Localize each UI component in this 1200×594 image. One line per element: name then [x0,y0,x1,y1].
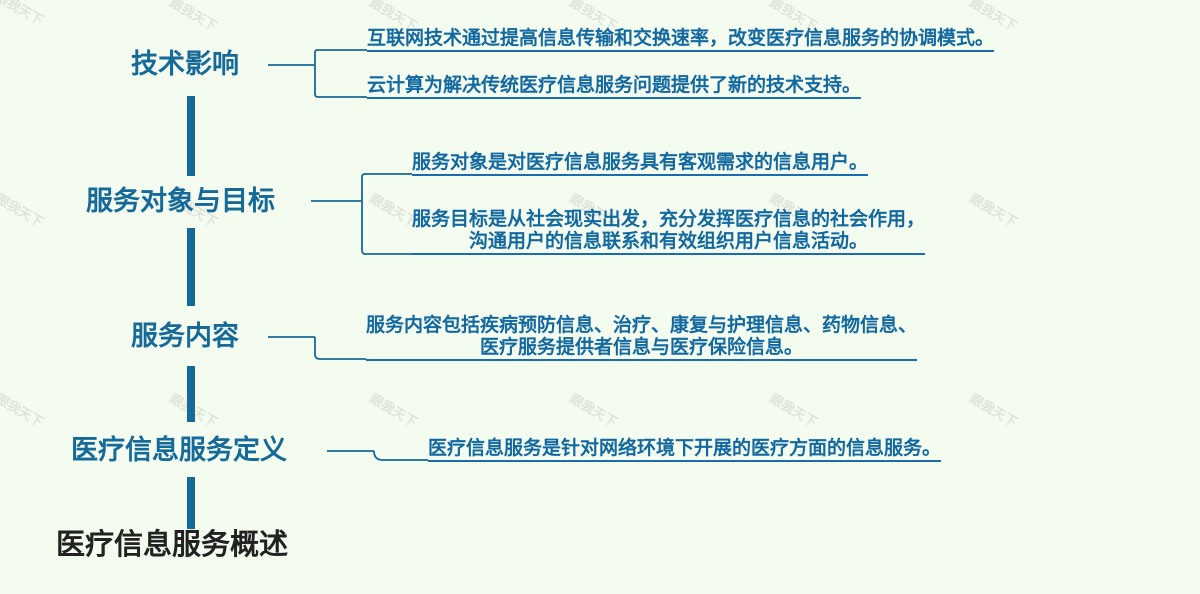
connector-content [268,336,366,360]
leaf-target-2: 服务目标是从社会现实出发，充分发挥医疗信息的社会作用， 沟通用户的信息联系和有效… [412,208,926,255]
spine-segment [187,228,195,306]
branch-service-target: 服务对象与目标 [86,186,275,217]
leaf-line: 医疗服务提供者信息与医疗保险信息。 [480,336,804,358]
leaf-line: 服务对象是对医疗信息服务具有客观需求的信息用户。 [412,151,869,173]
leaf-content-1: 服务内容包括疾病预防信息、治疗、康复与护理信息、药物信息、 医疗服务提供者信息与… [366,314,918,361]
leaf-line: 云计算为解决传统医疗信息服务问题提供了新的技术支持。 [367,74,862,96]
spine-segment [187,477,195,529]
branch-tech-impact: 技术影响 [131,49,239,80]
connector-target [311,173,412,255]
leaf-target-1: 服务对象是对医疗信息服务具有客观需求的信息用户。 [412,151,869,176]
branch-service-definition: 医疗信息服务定义 [71,435,287,466]
connector-tech [268,49,367,98]
connector-definition [327,450,428,461]
leaf-definition-1: 医疗信息服务是针对网络环境下开展的医疗方面的信息服务。 [428,437,942,462]
leaf-tech-1: 互联网技术通过提高信息传输和交换速率，改变医疗信息服务的协调模式。 [367,27,995,52]
leaf-tech-2: 云计算为解决传统医疗信息服务问题提供了新的技术支持。 [367,74,862,99]
leaf-line: 医疗信息服务是针对网络环境下开展的医疗方面的信息服务。 [428,437,942,459]
leaf-line: 沟通用户的信息联系和有效组织用户信息活动。 [469,230,869,252]
leaf-line: 互联网技术通过提高信息传输和交换速率，改变医疗信息服务的协调模式。 [367,27,995,49]
branch-service-content: 服务内容 [131,321,239,352]
root-topic: 医疗信息服务概述 [56,527,289,561]
leaf-line: 服务内容包括疾病预防信息、治疗、康复与护理信息、药物信息、 [366,314,918,336]
leaf-line: 服务目标是从社会现实出发，充分发挥医疗信息的社会作用， [412,208,926,230]
spine-segment [187,96,195,176]
spine-segment [187,366,195,422]
